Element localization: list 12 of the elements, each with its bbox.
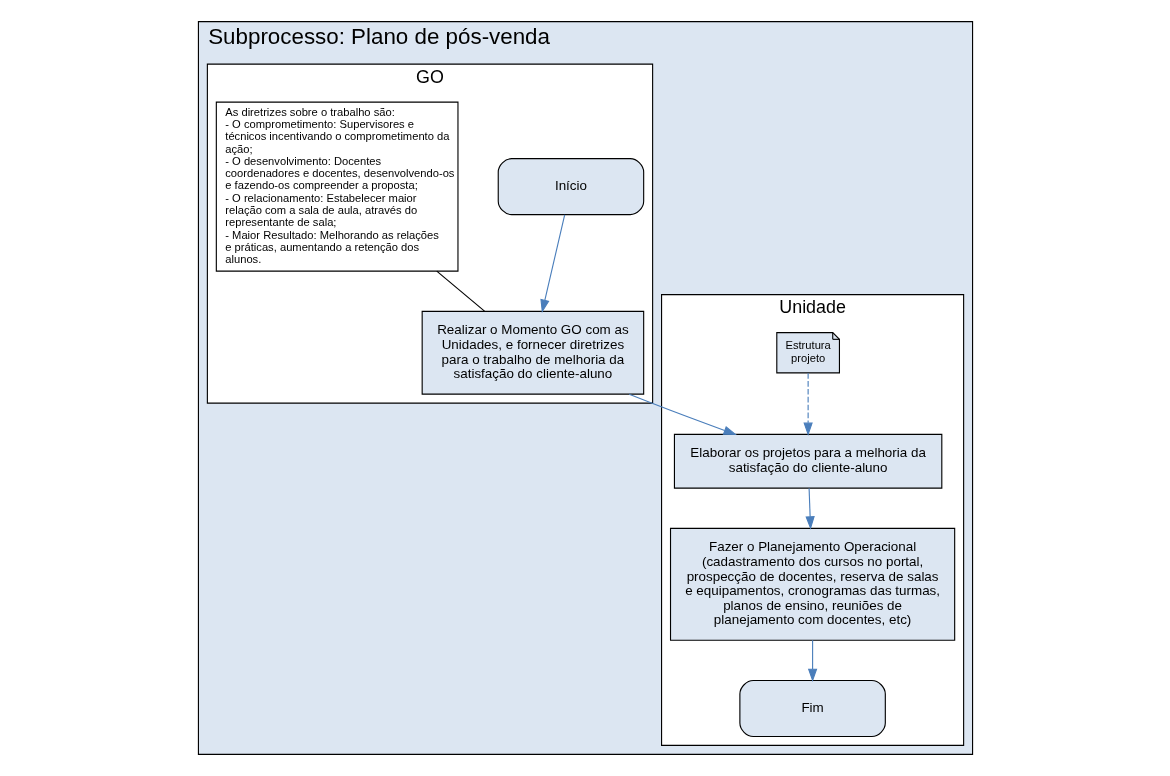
node-box: Fim (738, 680, 886, 738)
arrow (539, 214, 565, 313)
node-box: Fazer o Planejamento Operacional (cadastramento dos cursos no portal, prospecção de docentes, reserva de salas e equipamentos, cronogramas das turmas, planos de ensino, reuniões de planejamento com docentes, etc) (669, 527, 955, 641)
arrow (804, 487, 815, 530)
arrow (807, 639, 817, 683)
arrow (802, 372, 813, 437)
node-box: Início (497, 158, 644, 216)
connector (435, 270, 485, 312)
arrow (628, 393, 737, 435)
node-box: Realizar o Momento GO com as Unidades, e fornecer diretrizes para o trabalho de melhoria da satisfação do cliente-aluno (421, 310, 644, 395)
node-box: Elaborar os projetos para a melhoria da satisfação do cliente-aluno (673, 433, 942, 489)
node-box: As diretrizes sobre o trabalho são: - O comprometimento: Supervisores e técnicos incentivando o comprometimento da ação; - O desenvolvimento: Docentes coordenadores e docentes, desenvolvendo-os e fazendo-os compreender a proposta; - O relacionamento: Estabelecer maior relação com a sala de aula, através do representante de sala; - Maior Resultado: Melhorando as relações e práticas, aumentando a retenção dos alunos. (215, 101, 459, 272)
